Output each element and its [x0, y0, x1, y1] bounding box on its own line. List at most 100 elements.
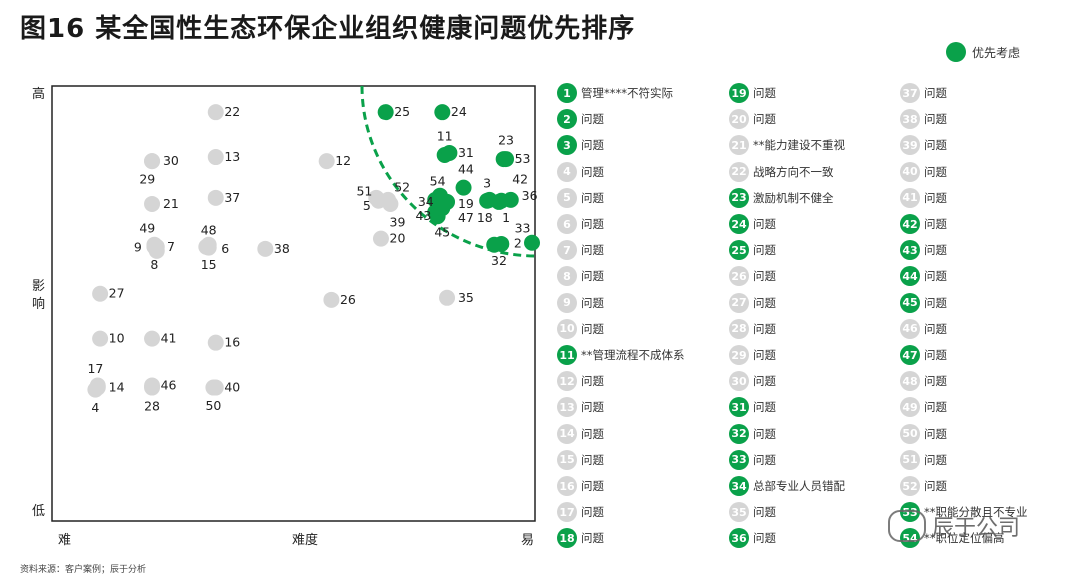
- issue-label: 问题: [581, 321, 604, 336]
- issue-number-badge: 48: [900, 371, 920, 392]
- data-label: 3: [483, 176, 491, 191]
- y-tick-label: 高: [32, 86, 45, 102]
- issue-label: 问题: [753, 505, 776, 520]
- issue-label: 问题: [924, 321, 947, 336]
- issue-label: 问题: [924, 374, 947, 389]
- data-point-25: [377, 104, 394, 121]
- y-tick-label: 低: [32, 504, 45, 519]
- issue-label: 问题: [924, 269, 947, 284]
- watermark: 辰于公司: [888, 510, 1020, 542]
- issue-item-51: 51 问题: [900, 449, 947, 471]
- issue-number-badge: 13: [557, 397, 577, 418]
- issue-label: 问题: [753, 295, 776, 310]
- issue-label: 问题: [581, 138, 604, 153]
- data-label: 20: [390, 231, 406, 246]
- issue-label: 问题: [581, 426, 604, 441]
- data-label: 26: [340, 292, 356, 307]
- issue-item-24: 24 问题: [729, 213, 776, 235]
- data-label: 27: [109, 286, 125, 301]
- data-label: 5: [363, 198, 371, 213]
- issue-number-badge: 32: [729, 423, 749, 444]
- data-label: 35: [458, 290, 474, 305]
- issue-label: 问题: [753, 452, 776, 467]
- issue-label: 问题: [753, 217, 776, 231]
- issue-label: **管理流程不成体系: [581, 348, 685, 362]
- issue-number-badge: 9: [557, 292, 577, 313]
- data-point-20: [372, 230, 389, 247]
- data-label: 10: [109, 331, 125, 346]
- issue-number-badge: 19: [729, 83, 749, 103]
- issue-label: 问题: [924, 426, 947, 441]
- issue-number-badge: 28: [729, 318, 749, 339]
- issue-label: 问题: [753, 426, 776, 441]
- issue-number-badge: 44: [900, 266, 920, 287]
- data-point-24: [434, 104, 451, 121]
- data-point-51: [368, 189, 385, 206]
- data-point-31: [441, 144, 458, 161]
- issue-label: 问题: [753, 374, 776, 389]
- issue-item-11: 11**管理流程不成体系: [557, 344, 685, 366]
- issue-label: 问题: [924, 190, 947, 205]
- issue-label: 战略方向不一致: [753, 164, 834, 179]
- data-label: 24: [451, 104, 467, 119]
- issue-number-badge: 20: [729, 109, 749, 130]
- issue-label: 问题: [924, 348, 947, 362]
- data-point-37: [207, 189, 224, 206]
- data-label: 44: [458, 161, 474, 176]
- issue-label: 问题: [924, 112, 947, 127]
- issue-label: 问题: [581, 112, 604, 127]
- data-label: 45: [434, 225, 450, 240]
- issue-number-badge: 30: [729, 371, 749, 392]
- data-point-54: [431, 187, 448, 204]
- data-label: 2: [514, 236, 522, 251]
- issue-number-badge: 24: [729, 214, 749, 234]
- data-label: 30: [163, 153, 179, 168]
- data-point-35: [439, 289, 456, 306]
- data-label: 28: [144, 399, 160, 414]
- data-label: 21: [163, 196, 179, 211]
- issue-label: 问题: [924, 452, 947, 467]
- data-point-32: [486, 236, 503, 253]
- issue-label: **能力建设不重视: [753, 138, 845, 153]
- data-point-42: [490, 193, 507, 210]
- issue-number-badge: 51: [900, 449, 920, 470]
- data-label: 41: [161, 331, 177, 346]
- issue-label: 问题: [581, 190, 604, 205]
- issue-label: 问题: [924, 479, 947, 493]
- data-label: 6: [221, 241, 229, 256]
- issue-number-badge: 8: [557, 266, 577, 287]
- issue-number-badge: 42: [900, 214, 920, 234]
- issue-number-badge: 3: [557, 135, 577, 156]
- issue-number-badge: 4: [557, 161, 577, 182]
- issue-label: 总部专业人员错配: [753, 479, 845, 493]
- plot-frame: [51, 85, 536, 522]
- x-tick-label: 易: [521, 533, 534, 548]
- legend-marker-priority: [946, 42, 966, 62]
- data-label: 37: [224, 190, 240, 205]
- issue-number-badge: 33: [729, 449, 749, 470]
- issue-number-badge: 23: [729, 187, 749, 208]
- data-label: 48: [201, 222, 217, 237]
- issue-label: 问题: [924, 86, 947, 100]
- data-point-33: [524, 234, 540, 251]
- data-point-12: [318, 153, 335, 170]
- data-point-49: [146, 236, 163, 253]
- chart-title: 图16 某全国性生态环保企业组织健康问题优先排序: [20, 14, 636, 44]
- issue-number-badge: 39: [900, 135, 920, 156]
